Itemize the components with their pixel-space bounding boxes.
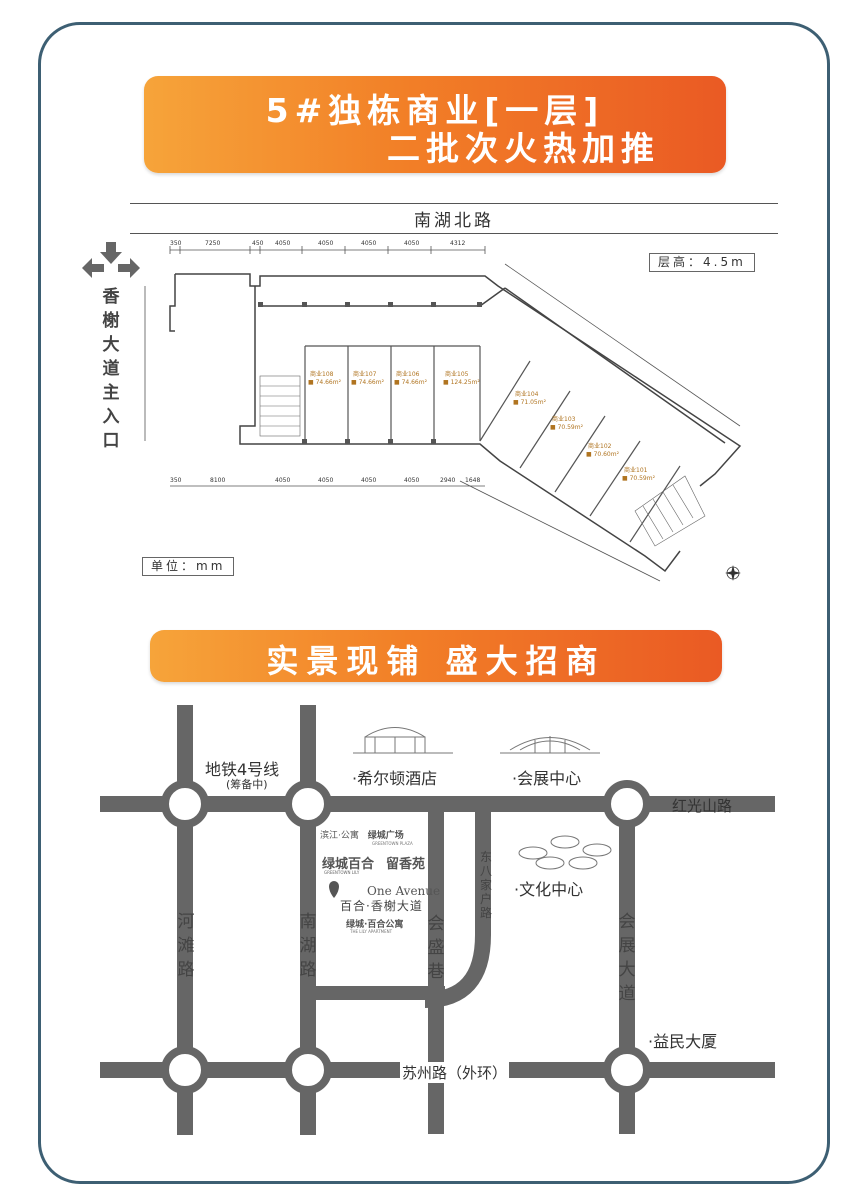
- lily-en-label: GREENTOWN LILY: [324, 870, 360, 875]
- lily-label: 绿城百合: [322, 857, 375, 872]
- entrance-arrows-icon: [82, 242, 140, 278]
- unit-name-4: 商业104: [515, 390, 539, 398]
- top-dim-4: 4050: [318, 240, 333, 247]
- bottom-dim-0: 350: [170, 477, 182, 484]
- metro-label: 地铁4号线: [205, 760, 280, 779]
- road-hongguang-label: 红光山路: [672, 797, 733, 815]
- unit-area-0: ■ 74.66m²: [308, 379, 342, 386]
- bottom-dim-1: 8100: [210, 477, 225, 484]
- culture-label: ·文化中心: [514, 880, 584, 899]
- road-suzhou-label: 苏州路（外环）: [400, 1062, 510, 1083]
- unit-area-1: ■ 74.66m²: [351, 379, 385, 386]
- expo-sketch-icon: [500, 736, 600, 754]
- compass-icon: [725, 565, 741, 581]
- project-address-label: 百合·香榭大道: [340, 899, 423, 913]
- unit-area-7: ■ 70.59m²: [622, 475, 656, 482]
- location-pin-icon: [329, 881, 339, 898]
- bottom-dim-4: 4050: [361, 477, 376, 484]
- expo-label: ·会展中心: [512, 769, 582, 788]
- unit-label: 单位：mm: [142, 557, 235, 576]
- top-dim-7: 4312: [450, 240, 465, 247]
- one-avenue-label: One Avenue: [367, 884, 441, 898]
- entrance-label: 香榭大道主入口: [102, 287, 120, 451]
- unit-area-2: ■ 74.66m²: [394, 379, 428, 386]
- top-dim-1: 7250: [205, 240, 220, 247]
- floor-plan-drawing: 350 7250 450 4050 4050 4050 4050 4312 350 8100 40…: [144, 240, 742, 582]
- unit-name-0: 商业108: [310, 370, 334, 378]
- unit-name-5: 商业103: [552, 415, 576, 423]
- unit-area-3: ■ 124.25m²: [443, 379, 480, 386]
- xiang-label: 留香苑: [386, 857, 426, 872]
- road-nanhu-label: 南湖路: [299, 912, 317, 980]
- unit-area-5: ■ 70.59m²: [550, 424, 584, 431]
- unit-name-1: 商业107: [353, 370, 377, 378]
- unit-area-6: ■ 70.60m²: [586, 451, 620, 458]
- page-frame: [38, 22, 830, 1184]
- hilton-label: ·希尔顿酒店: [352, 769, 438, 788]
- road-huisheng-label: 会盛巷: [427, 914, 445, 982]
- apartment-label: 绿城·百合公寓: [346, 920, 404, 930]
- top-dim-3: 4050: [275, 240, 290, 247]
- banner-title-line2: 二批次火热加推: [387, 129, 660, 168]
- project-brands: 滨江·公寓 绿城广场 GREENTOWN PLAZA: [320, 828, 420, 846]
- top-dim-2: 450: [252, 240, 264, 247]
- unit-name-7: 商业101: [624, 466, 648, 474]
- road-hetan-label: 河滩路: [177, 912, 195, 980]
- bottom-banner: 实景现铺 盛大招商: [150, 630, 722, 682]
- culture-sketch-icon: [518, 835, 612, 870]
- top-banner: 5#独栋商业[一层] 二批次火热加推 (可做餐饮): [144, 76, 794, 173]
- apartment-en-label: THE LILY APARTMENT: [350, 929, 393, 934]
- unit-area-4: ■ 71.05m²: [513, 399, 547, 406]
- top-dim-5: 4050: [361, 240, 376, 247]
- bottom-dim-2: 4050: [275, 477, 290, 484]
- bottom-dim-3: 4050: [318, 477, 333, 484]
- unit-name-2: 商业106: [396, 370, 420, 378]
- banner-title-line1: 5#独栋商业[一层]: [265, 91, 605, 130]
- banner-title-note: (可做餐饮): [740, 151, 795, 164]
- road-dongba-label: 东八家户路: [479, 850, 492, 920]
- yimin-label: ·益民大厦: [648, 1032, 718, 1051]
- top-dim-0: 350: [170, 240, 182, 247]
- unit-name-3: 商业105: [445, 370, 469, 378]
- brand2-label: 绿城广场: [367, 831, 404, 841]
- road-huizhan-label: 会展大道: [618, 912, 636, 1004]
- bottom-dim-5: 4050: [404, 477, 419, 484]
- top-dim-6: 4050: [404, 240, 419, 247]
- bottom-dim-6: 2940: [440, 477, 455, 484]
- bottom-banner-text: 实景现铺 盛大招商: [266, 642, 606, 680]
- brand2-en-label: GREENTOWN PLAZA: [372, 841, 413, 846]
- unit-name-6: 商业102: [588, 442, 612, 450]
- hilton-sketch-icon: [353, 727, 453, 754]
- bottom-dim-7: 1648: [465, 477, 480, 484]
- floor-height-label: 层高：4.5m: [649, 253, 755, 272]
- metro-sub-label: (筹备中): [226, 778, 268, 791]
- road-north-label: 南湖北路: [414, 211, 494, 231]
- brand1-label: 滨江·公寓: [320, 831, 359, 841]
- road-strip: [130, 203, 778, 234]
